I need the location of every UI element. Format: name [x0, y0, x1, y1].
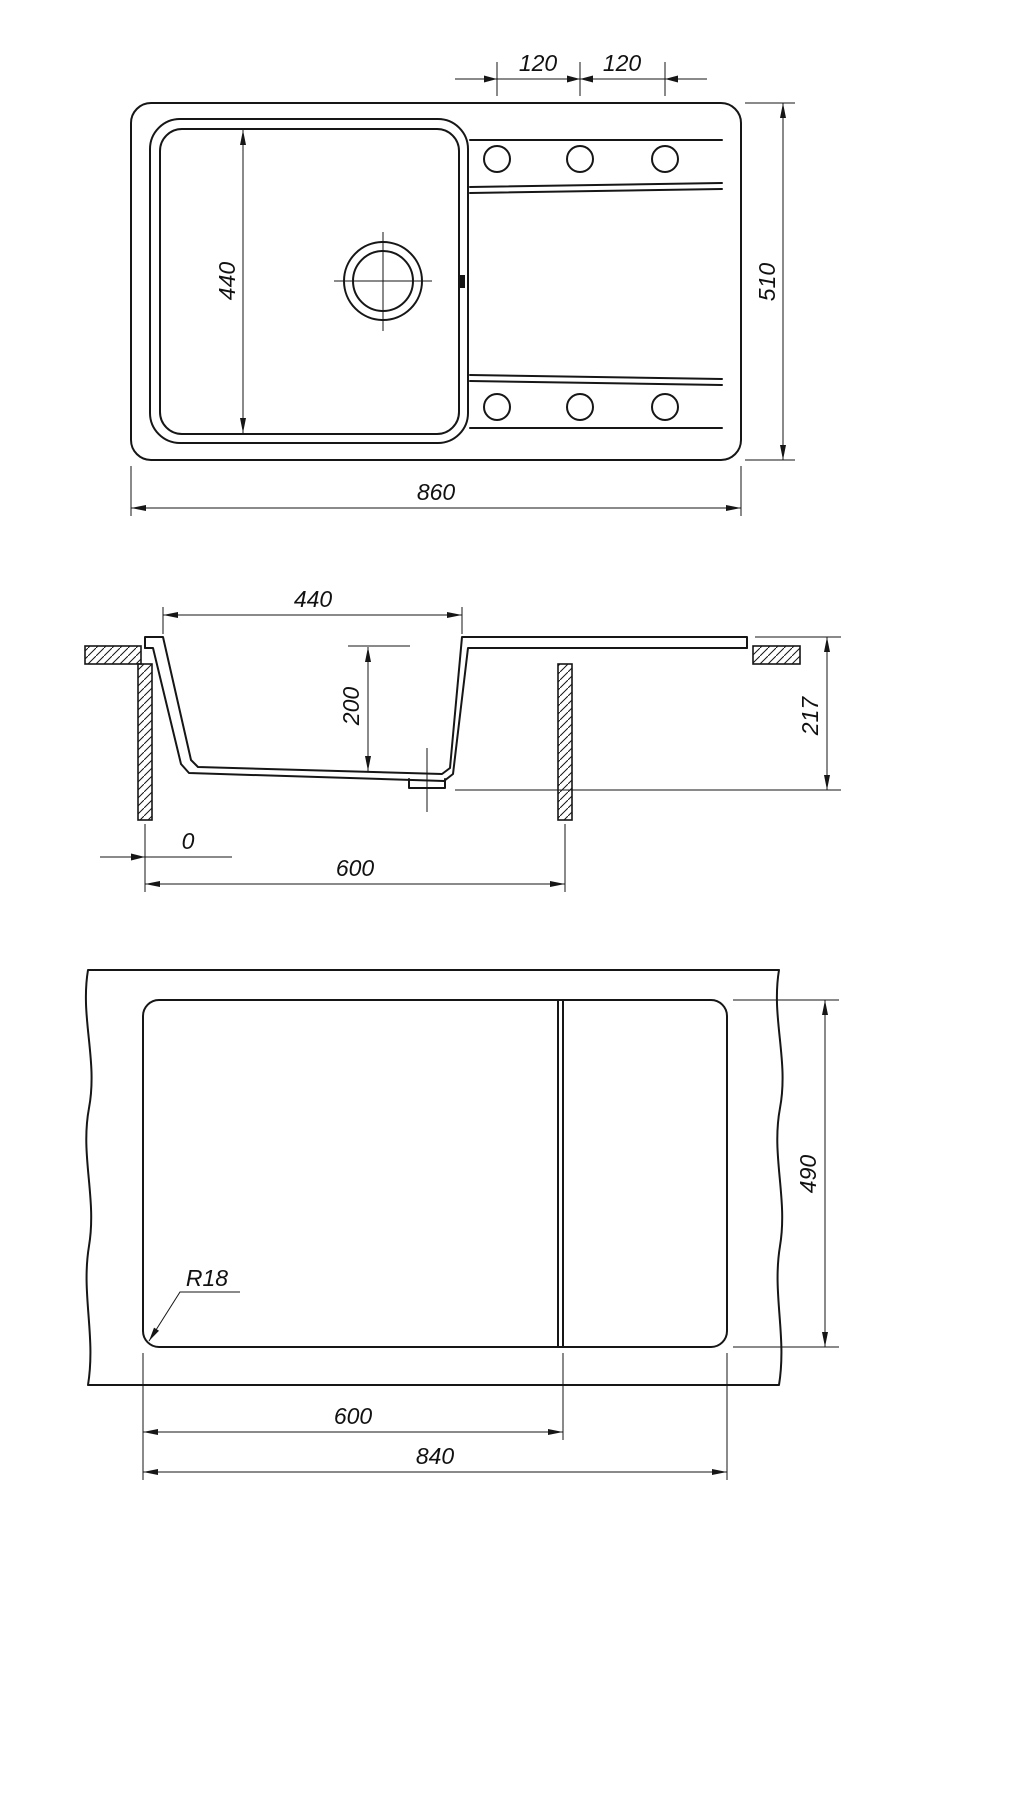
dim-overall-depth: 510	[745, 102, 795, 461]
overflow-mark	[459, 275, 465, 288]
drainboard-line	[469, 374, 723, 380]
view-section: 440 200 217 0 600	[84, 586, 841, 892]
drainboard-line	[469, 182, 723, 188]
dim-cabinet-width: 600	[144, 824, 566, 892]
arrowhead	[149, 1327, 159, 1341]
dim-hole-spacing: 120 120	[455, 50, 707, 96]
dim-cutout-bowl-span: 600	[142, 1353, 564, 1480]
drainboard	[469, 139, 723, 429]
dim-label-490: 490	[795, 1155, 821, 1194]
drainboard-hole	[566, 145, 594, 173]
cutout-outline	[142, 999, 728, 1348]
dim-corner-radius: R18	[148, 1265, 240, 1342]
dim-bowl-length: 440	[214, 130, 246, 433]
dim-label-600-cutout: 600	[334, 1403, 373, 1429]
view-top-plan: 120 120 440 510 860	[130, 50, 795, 516]
arrowhead	[665, 75, 678, 83]
countertop-break-edges	[84, 969, 784, 1386]
drainboard-hole	[566, 393, 594, 421]
drainboard-hole	[483, 145, 511, 173]
dim-bowl-depth: 200	[338, 645, 410, 771]
cabinet-wall-left	[137, 663, 153, 821]
dim-label-510: 510	[754, 263, 780, 302]
drainboard-hole	[651, 393, 679, 421]
dim-overall-width: 860	[130, 466, 742, 516]
dim-label-860: 860	[417, 479, 456, 505]
dim-bowl-width-section: 440	[162, 586, 463, 634]
arrowhead	[484, 75, 497, 83]
dim-cutout-width: 840	[143, 1353, 728, 1480]
countertop-section-left	[84, 645, 142, 665]
countertop-section-right	[752, 645, 801, 665]
arrowhead	[567, 75, 580, 83]
dim-label-0: 0	[182, 828, 195, 854]
drainboard-line	[469, 188, 723, 194]
dim-cutout-height: 490	[733, 999, 839, 1348]
drainboard-line	[469, 380, 723, 386]
cabinet-wall-right	[557, 663, 573, 821]
arrowhead	[131, 853, 145, 861]
dim-label-840: 840	[416, 1443, 455, 1469]
leader-line	[148, 1291, 240, 1342]
dim-label-120-left: 120	[519, 50, 558, 76]
bowl-rim-outer	[149, 118, 469, 444]
drainboard-hole	[483, 393, 511, 421]
dim-label-120-right: 120	[603, 50, 642, 76]
dim-label-600-section: 600	[336, 855, 375, 881]
view-cutout-template: R18 490 600 840	[84, 969, 839, 1480]
sink-outer-edge	[130, 102, 742, 461]
dim-label-r18: R18	[186, 1265, 228, 1291]
dim-total-height: 217	[455, 636, 841, 791]
dim-label-440: 440	[214, 262, 240, 301]
sink-profile-outer	[144, 647, 748, 782]
dim-offset-zero: 0	[100, 828, 232, 861]
dim-label-440-section: 440	[294, 586, 333, 612]
drainboard-hole	[651, 145, 679, 173]
sink-profile-inner	[144, 636, 748, 775]
dim-label-217: 217	[797, 696, 823, 737]
dim-label-200: 200	[338, 687, 364, 727]
arrowhead	[580, 75, 593, 83]
